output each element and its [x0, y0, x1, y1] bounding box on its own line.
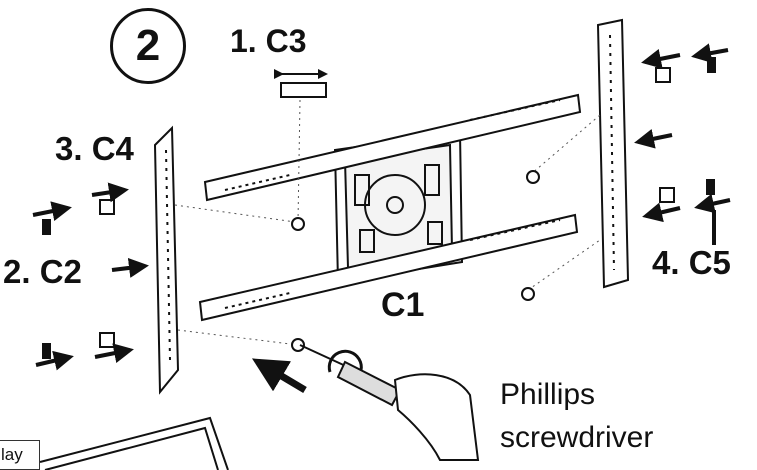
right-arm: [596, 18, 630, 289]
tv-display-frame: [39, 416, 229, 470]
step-number: 2: [135, 21, 161, 70]
alignment-lines: [174, 99, 601, 346]
right-hardware: [655, 57, 716, 203]
tool-label-line1: Phillips: [500, 378, 596, 411]
left-arm-c2: [153, 125, 180, 395]
left-hardware: [42, 199, 115, 359]
tool-label-line2: screwdriver: [500, 421, 654, 454]
step-indicator: 2: [110, 8, 186, 84]
label-c1: C1: [381, 286, 425, 324]
screwdriver-hand: [299, 344, 480, 461]
label-c2: 2. C2: [3, 253, 82, 290]
label-c4: 3. C4: [55, 130, 134, 167]
label-c5: 4. C5: [652, 244, 731, 281]
lower-rail: [198, 213, 579, 322]
spacer-part-c3: [274, 69, 328, 98]
screws: [291, 170, 540, 352]
direction-arrows: [32, 43, 731, 394]
display-tag: lay: [0, 440, 40, 470]
wall-plate-c1: [333, 130, 464, 284]
label-c3: 1. C3: [230, 23, 307, 59]
